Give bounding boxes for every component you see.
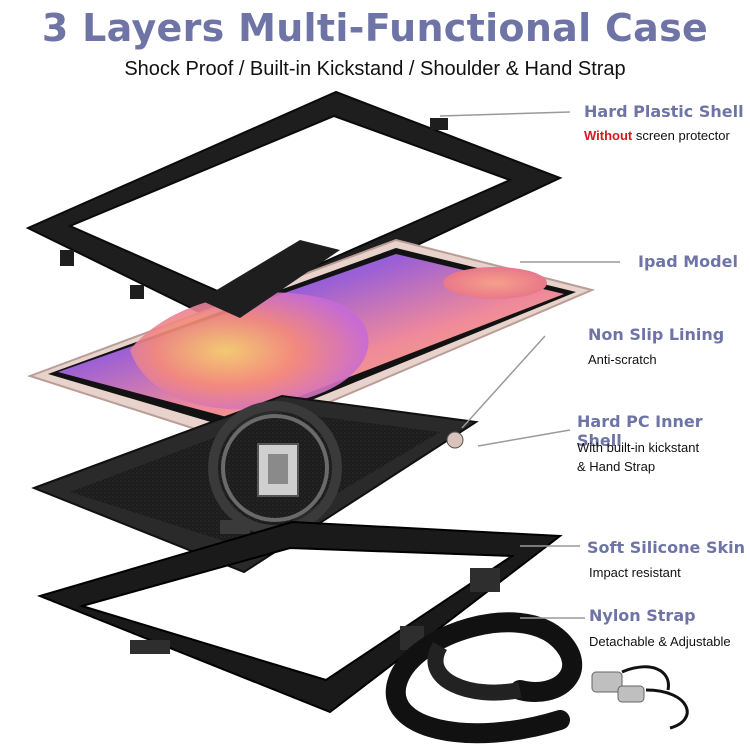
hard-plastic-shell (25, 90, 563, 332)
feature-name-non-slip-lining: Non Slip Lining (588, 325, 725, 344)
feature-desc-hard-plastic-shell: Without screen protector (584, 126, 730, 145)
feature-name-ipad-model: Ipad Model (638, 252, 738, 271)
desc-line-1: With built-in kickstant (577, 440, 700, 455)
desc-highlight: Without (584, 128, 633, 143)
desc-line-2: & Hand Strap (577, 459, 656, 474)
feature-name-soft-silicone-skin: Soft Silicone Skin (587, 538, 745, 557)
hard-pc-inner-shell (31, 394, 479, 574)
feature-name-hard-pc-inner-shell: Hard PC Inner Shell (577, 412, 703, 450)
feature-desc-hard-pc-inner-shell: With built-in kickstant & Hand Strap (577, 438, 699, 476)
feature-desc-nylon-strap: Detachable & Adjustable (589, 634, 731, 649)
feature-desc-non-slip-lining: Anti-scratch (588, 352, 657, 367)
tablet-model (26, 238, 596, 444)
soft-silicone-skin (36, 520, 563, 714)
nylon-strap (385, 612, 689, 744)
desc-text: screen protector (635, 128, 730, 143)
feature-name-hard-plastic-shell: Hard Plastic Shell (584, 102, 744, 121)
feature-name-nylon-strap: Nylon Strap (589, 606, 696, 625)
page-subtitle: Shock Proof / Built-in Kickstand / Shoul… (124, 58, 626, 80)
leader-lines (439, 111, 620, 619)
feature-desc-soft-silicone-skin: Impact resistant (589, 565, 681, 580)
page-title: 3 Layers Multi-Functional Case (41, 6, 709, 50)
